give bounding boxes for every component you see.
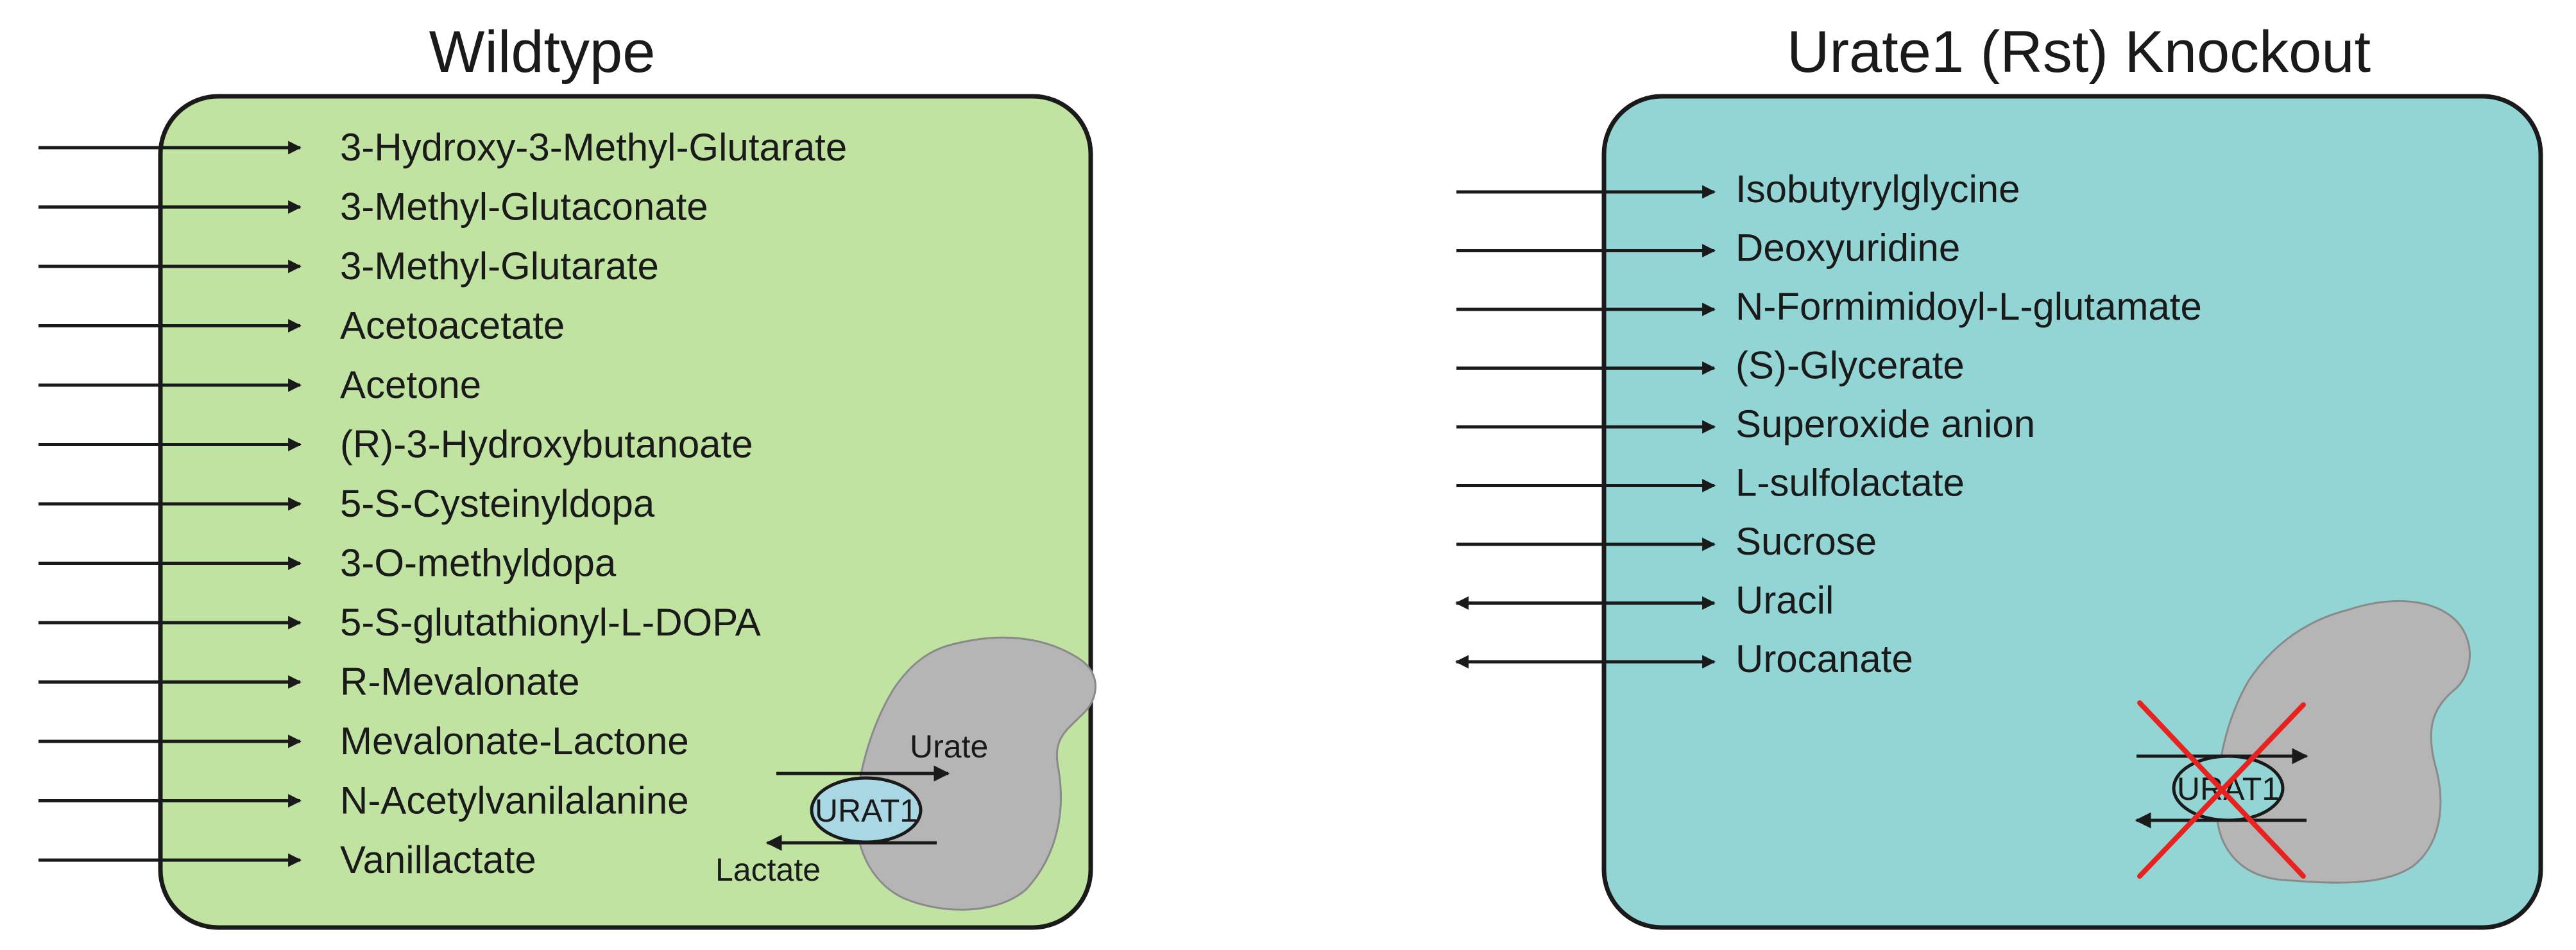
lactate-label: Lactate [715, 852, 821, 888]
metabolite-row: Vanillactate [38, 838, 536, 881]
metabolite-row: Acetoacetate [38, 304, 565, 347]
knockout-panel: Urate1 (Rst) Knockout IsobutyrylglycineD… [1454, 19, 2543, 930]
metabolite-row: L-sulfolactate [1456, 462, 1965, 505]
metabolite-row: 3-O-methyldopa [38, 542, 617, 585]
metabolite-row: Uracil [1454, 579, 1834, 622]
metabolite-row: Mevalonate-Lactone [38, 720, 689, 763]
metabolite-row: 3-Methyl-Glutarate [38, 245, 659, 288]
knockout-x-mark [2137, 700, 2306, 879]
metabolite-row: (R)-3-Hydroxybutanoate [38, 423, 753, 466]
metabolite-label: 3-Methyl-Glutaconate [340, 186, 708, 229]
metabolite-label: Acetoacetate [340, 304, 565, 347]
metabolite-label: (S)-Glycerate [1736, 344, 1965, 387]
metabolite-label: 5-S-Cysteinyldopa [340, 482, 655, 525]
metabolite-row: Superoxide anion [1456, 402, 2035, 445]
metabolite-label: L-sulfolactate [1736, 462, 1965, 505]
metabolite-label: R-Mevalonate [340, 661, 580, 704]
metabolite-label: Urocanate [1736, 637, 1913, 680]
metabolite-row: N-Formimidoyl-L-glutamate [1456, 285, 2202, 328]
metabolite-row: N-Acetylvanilalanine [38, 779, 689, 822]
metabolite-label: Isobutyrylglycine [1736, 168, 2020, 211]
wildtype-title: Wildtype [429, 19, 656, 85]
metabolite-label: N-Acetylvanilalanine [340, 779, 689, 822]
metabolite-row: 5-S-Cysteinyldopa [38, 482, 655, 525]
metabolite-label: (R)-3-Hydroxybutanoate [340, 423, 753, 466]
metabolite-label: 3-Hydroxy-3-Methyl-Glutarate [340, 126, 847, 169]
wildtype-metabolite-list: 3-Hydroxy-3-Methyl-Glutarate 3-Methyl-Glu… [38, 126, 847, 881]
wildtype-cell-box [158, 94, 1093, 930]
knockout-cell-blob [2215, 600, 2471, 884]
knockout-title: Urate1 (Rst) Knockout [1787, 19, 2371, 85]
wildtype-panel: Wildtype 3-Hydroxy-3-Methyl-Glutarate 3-M… [38, 19, 1096, 930]
metabolite-row: Acetone [38, 363, 481, 406]
metabolite-row: 3-Hydroxy-3-Methyl-Glutarate [38, 126, 847, 169]
metabolite-label: 3-O-methyldopa [340, 542, 617, 585]
metabolite-row: Urocanate [1454, 637, 1913, 680]
metabolite-label: 5-S-glutathionyl-L-DOPA [340, 601, 761, 644]
metabolite-label: Mevalonate-Lactone [340, 720, 689, 763]
metabolite-row: Isobutyrylglycine [1456, 168, 2020, 211]
metabolite-label: 3-Methyl-Glutarate [340, 245, 659, 288]
metabolite-label: Sucrose [1736, 520, 1877, 563]
knockout-metabolite-list: IsobutyrylglycineDeoxyuridineN-Formimido… [1454, 168, 2202, 680]
metabolite-row: Deoxyuridine [1456, 227, 1960, 270]
metabolite-row: Sucrose [1456, 520, 1877, 563]
wildtype-urat1-transporter [810, 776, 923, 844]
metabolite-label: Vanillactate [340, 838, 536, 881]
wildtype-urat1-label: URAT1 [815, 793, 917, 829]
metabolite-row: 5-S-glutathionyl-L-DOPA [38, 601, 761, 644]
metabolite-row: R-Mevalonate [38, 661, 580, 704]
metabolite-label: Acetone [340, 363, 481, 406]
urate-label: Urate [910, 729, 988, 764]
metabolite-label: N-Formimidoyl-L-glutamate [1736, 285, 2202, 328]
metabolite-label: Deoxyuridine [1736, 227, 1960, 270]
knockout-urat1-label: URAT1 [2177, 771, 2280, 807]
knockout-urat1-transporter [2172, 754, 2285, 822]
metabolite-row: 3-Methyl-Glutaconate [38, 186, 708, 229]
metabolite-label: Superoxide anion [1736, 402, 2035, 445]
metabolite-label: Uracil [1736, 579, 1834, 622]
metabolite-row: (S)-Glycerate [1456, 344, 1965, 387]
